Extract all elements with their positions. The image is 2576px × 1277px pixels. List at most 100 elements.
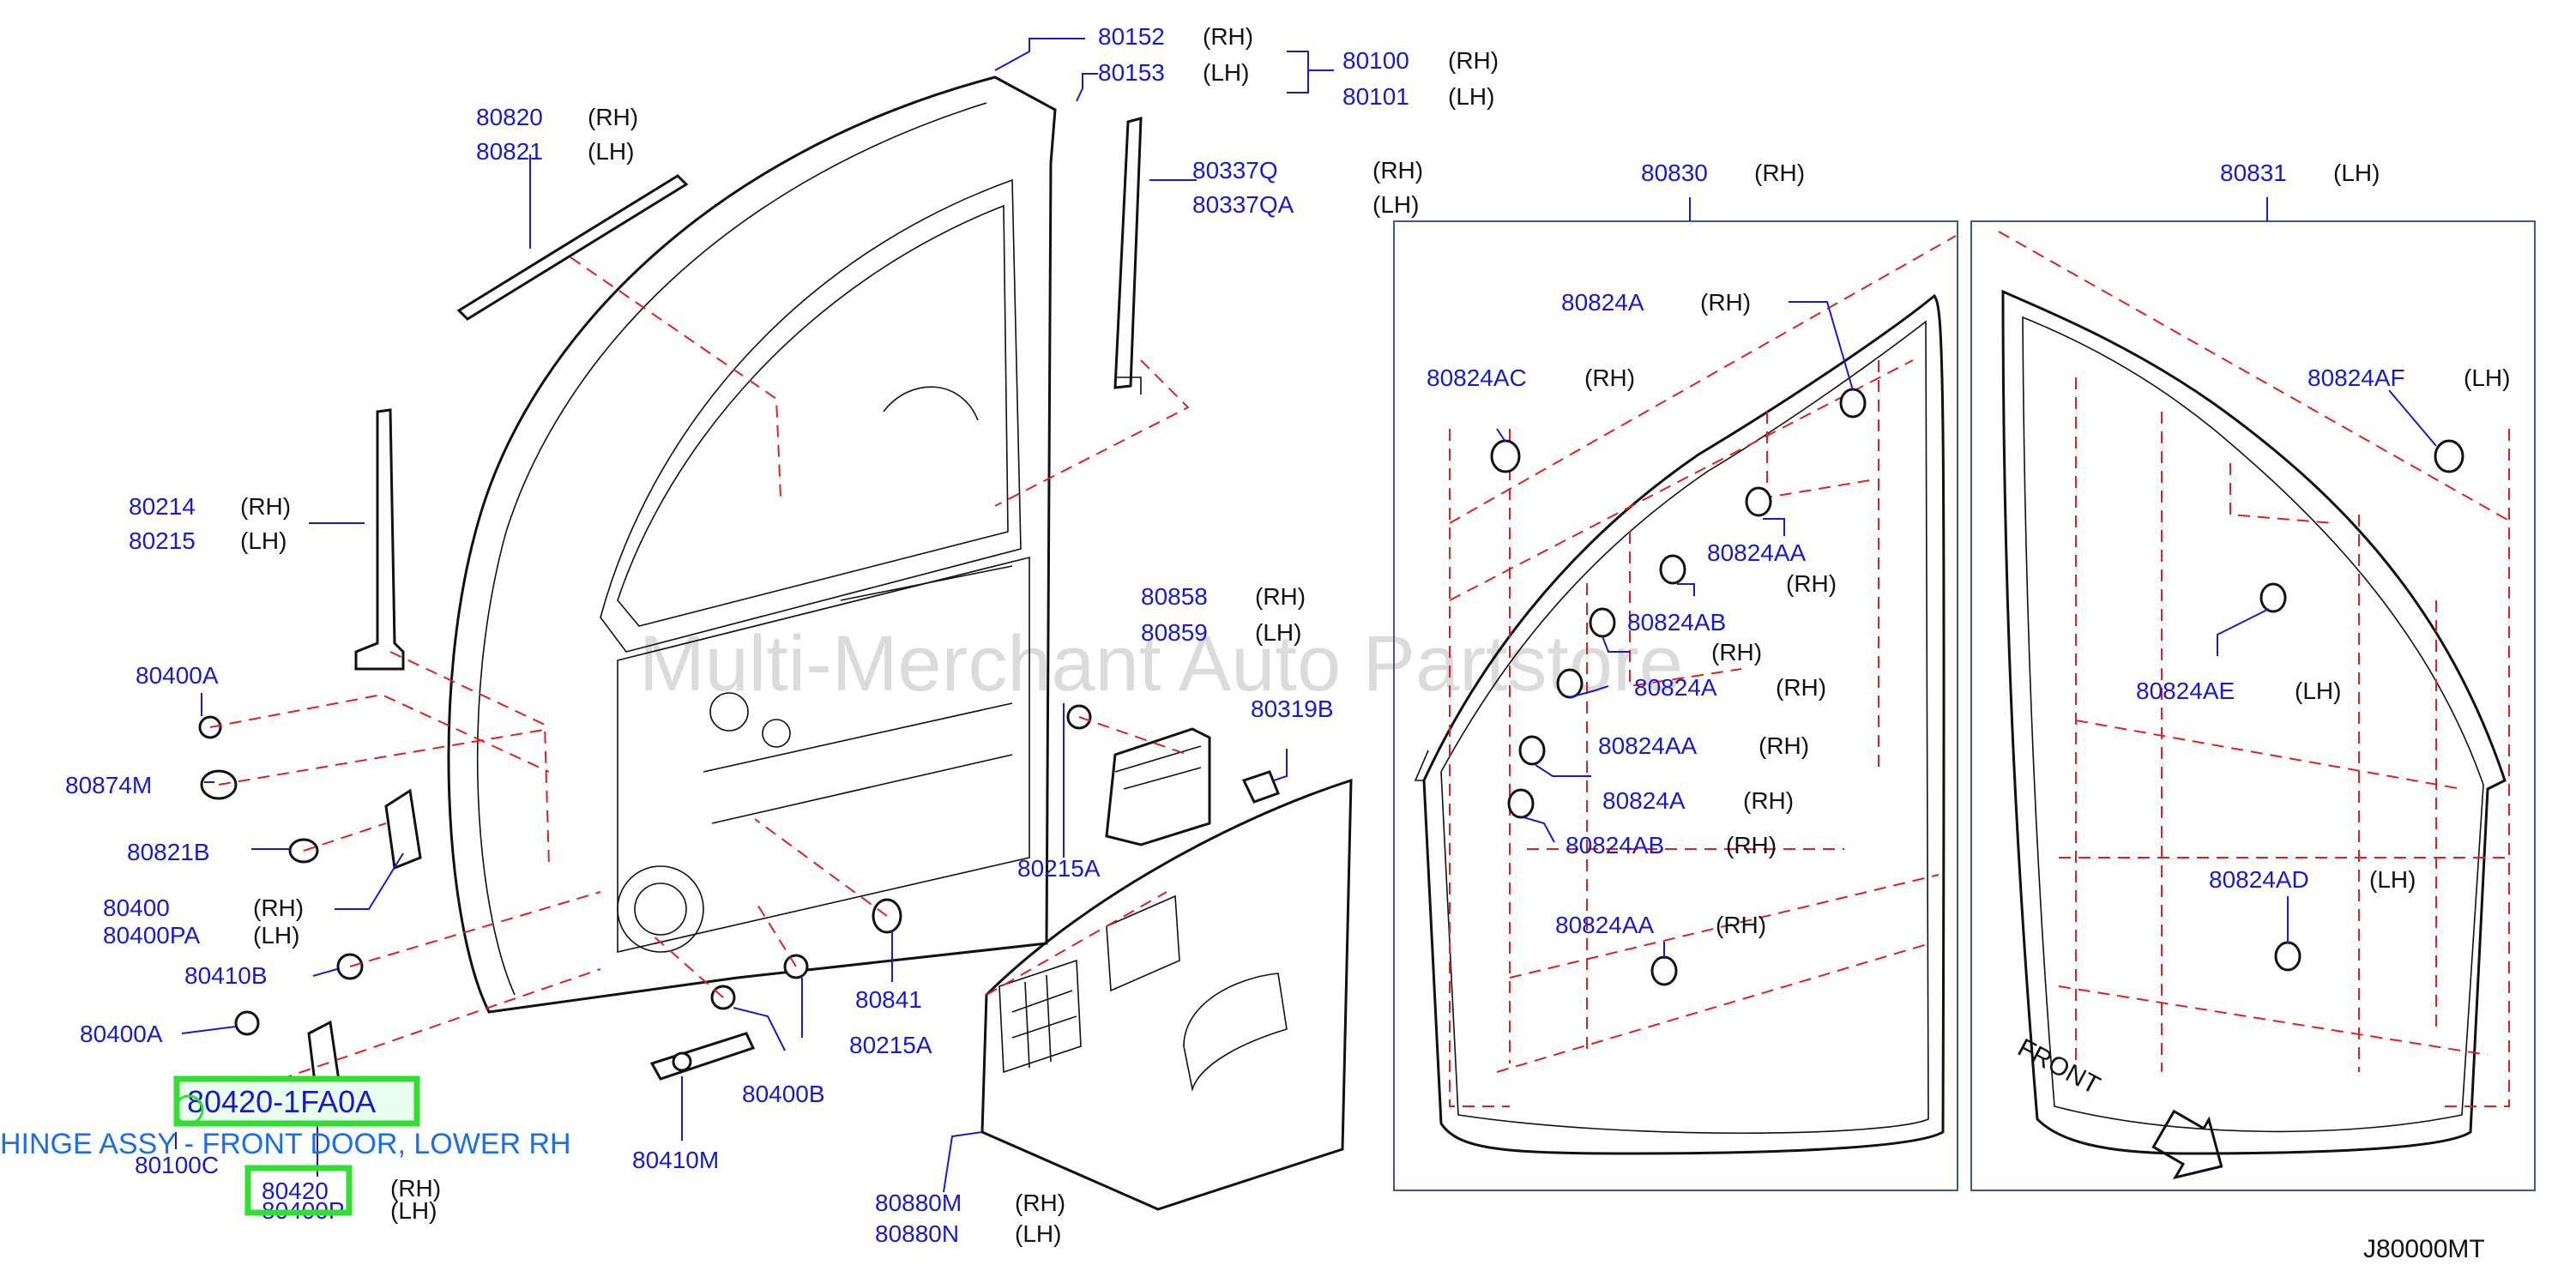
frame-80830 (1393, 220, 1958, 1191)
label-80820-side: (RH) (588, 104, 638, 130)
label-80859-side: (LH) (1255, 619, 1301, 646)
label-80824A-1-side: (RH) (1700, 289, 1751, 316)
label-80824AF: 80824AF (2308, 364, 2405, 391)
label-80824AB-2: 80824AB (1566, 832, 1664, 858)
highlight-box-80420[interactable] (244, 1165, 353, 1216)
glass-run-seal (456, 174, 689, 321)
label-80824AB-1-side: (RH) (1711, 639, 1762, 666)
weatherstrip-lh (2001, 289, 2507, 1155)
label-80100C: 80100C (135, 1152, 219, 1178)
highlighted-part-group[interactable]: 80420-1FA0A HINGE ASSY - FRONT DOOR, LOW… (0, 1075, 571, 1216)
label-80400PA: 80400PA (103, 922, 200, 949)
label-80153-side: (LH) (1203, 59, 1249, 86)
label-80824A-3-side: (RH) (1743, 787, 1794, 814)
door-trim-panel (980, 778, 1353, 1211)
label-80824AE-side: (LH) (2295, 678, 2341, 704)
label-80153: 80153 (1098, 59, 1165, 86)
label-80824AD-side: (LH) (2369, 866, 2416, 893)
label-80859: 80859 (1141, 619, 1208, 646)
highlight-description: HINGE ASSY - FRONT DOOR, LOWER RH (0, 1128, 571, 1160)
label-80400-side: (RH) (253, 895, 304, 921)
label-80410B: 80410B (184, 962, 268, 989)
lh-dashed-lines (1998, 231, 2514, 1107)
label-80152: 80152 (1098, 23, 1165, 50)
label-80880N: 80880N (875, 1220, 959, 1247)
label-80858: 80858 (1141, 583, 1208, 610)
label-80400PA-side: (LH) (253, 922, 299, 949)
label-80337QA-side: (LH) (1372, 191, 1419, 218)
label-80400A-bottom: 80400A (80, 1021, 163, 1047)
label-80821: 80821 (476, 138, 543, 165)
label-80215: 80215 (129, 527, 196, 554)
label-80821B: 80821B (127, 839, 210, 865)
label-80830: 80830 (1641, 160, 1708, 186)
hinge-marker-icon (173, 1094, 204, 1125)
label-80821-side: (LH) (588, 138, 634, 165)
label-80400B: 80400B (742, 1081, 825, 1107)
label-80880M: 80880M (875, 1190, 962, 1216)
label-80824AA-1-side: (RH) (1786, 570, 1837, 597)
door-lock (1105, 727, 1211, 846)
label-80824AC-side: (RH) (1584, 364, 1635, 391)
label-80152-side: (RH) (1203, 23, 1253, 50)
label-80824AB-1: 80824AB (1627, 609, 1726, 635)
label-80880M-side: (RH) (1015, 1190, 1065, 1216)
rh-dashed-lines (1449, 235, 1957, 1107)
label-80100: 80100 (1342, 47, 1409, 74)
label-80214-side: (RH) (240, 493, 291, 520)
label-80824AF-side: (LH) (2464, 364, 2510, 391)
label-80824AA-1: 80824AA (1707, 539, 1807, 566)
label-80420[interactable]: 80420 (262, 1178, 329, 1204)
label-80319B: 80319B (1251, 696, 1334, 722)
label-80824AE: 80824AE (2136, 678, 2235, 704)
sash-channel (1113, 117, 1143, 395)
label-80215A-top: 80215A (1017, 855, 1101, 882)
label-80400: 80400 (103, 895, 170, 921)
label-80824A-1: 80824A (1561, 289, 1644, 316)
label-80100-side: (RH) (1448, 47, 1499, 74)
weatherstrip-clips (1490, 388, 2464, 986)
label-80824A-3: 80824A (1602, 787, 1686, 814)
label-80824AA-3-side: (RH) (1716, 912, 1766, 938)
left-dashed-lines (186, 256, 1190, 1112)
label-80831-side: (LH) (2333, 160, 2380, 186)
weatherstrip-rh (1414, 293, 1946, 1155)
leader-lines (175, 38, 2437, 1193)
door-panel (447, 75, 1057, 1014)
label-80337Q-side: (RH) (1372, 157, 1423, 184)
label-80831: 80831 (2220, 160, 2287, 186)
label-80215-side: (LH) (240, 527, 287, 554)
label-80420-side: (RH) (390, 1175, 441, 1202)
label-80824AA-2-side: (RH) (1759, 732, 1809, 759)
label-80214: 80214 (129, 493, 196, 520)
label-80858-side: (RH) (1255, 583, 1306, 610)
front-label: FRONT (2013, 1033, 2105, 1100)
label-80824AC: 80824AC (1427, 364, 1527, 391)
label-80830-side: (RH) (1754, 160, 1805, 186)
front-arrow (2151, 1109, 2223, 1180)
door-check (649, 1032, 756, 1081)
label-80824AB-2-side: (RH) (1726, 832, 1777, 858)
part-labels: 80152 (RH) 80153 (LH) 80100 (RH) 80101 (… (65, 23, 2510, 1247)
label-80101: 80101 (1342, 83, 1409, 110)
label-80215A-bottom: 80215A (849, 1032, 932, 1058)
label-80101-side: (LH) (1448, 83, 1494, 110)
frame-80831 (1970, 220, 2536, 1191)
drawing-code: J80000MT (2363, 1235, 2485, 1263)
label-80824A-2-side: (RH) (1776, 674, 1826, 701)
label-80337QA: 80337QA (1192, 191, 1294, 218)
label-80824A-2: 80824A (1634, 674, 1717, 701)
upper-hinge (384, 788, 422, 870)
rear-sash (354, 408, 405, 671)
label-80824AA-3: 80824AA (1555, 912, 1655, 938)
label-80820: 80820 (476, 104, 543, 130)
clip-80319B (1241, 770, 1280, 804)
label-80400A-top: 80400A (136, 662, 219, 689)
highlight-part-number[interactable]: 80420-1FA0A (187, 1084, 376, 1119)
label-80824AD: 80824AD (2209, 866, 2309, 893)
label-80880N-side: (LH) (1015, 1220, 1061, 1247)
label-80410M: 80410M (632, 1147, 719, 1173)
label-80874M: 80874M (65, 772, 152, 798)
